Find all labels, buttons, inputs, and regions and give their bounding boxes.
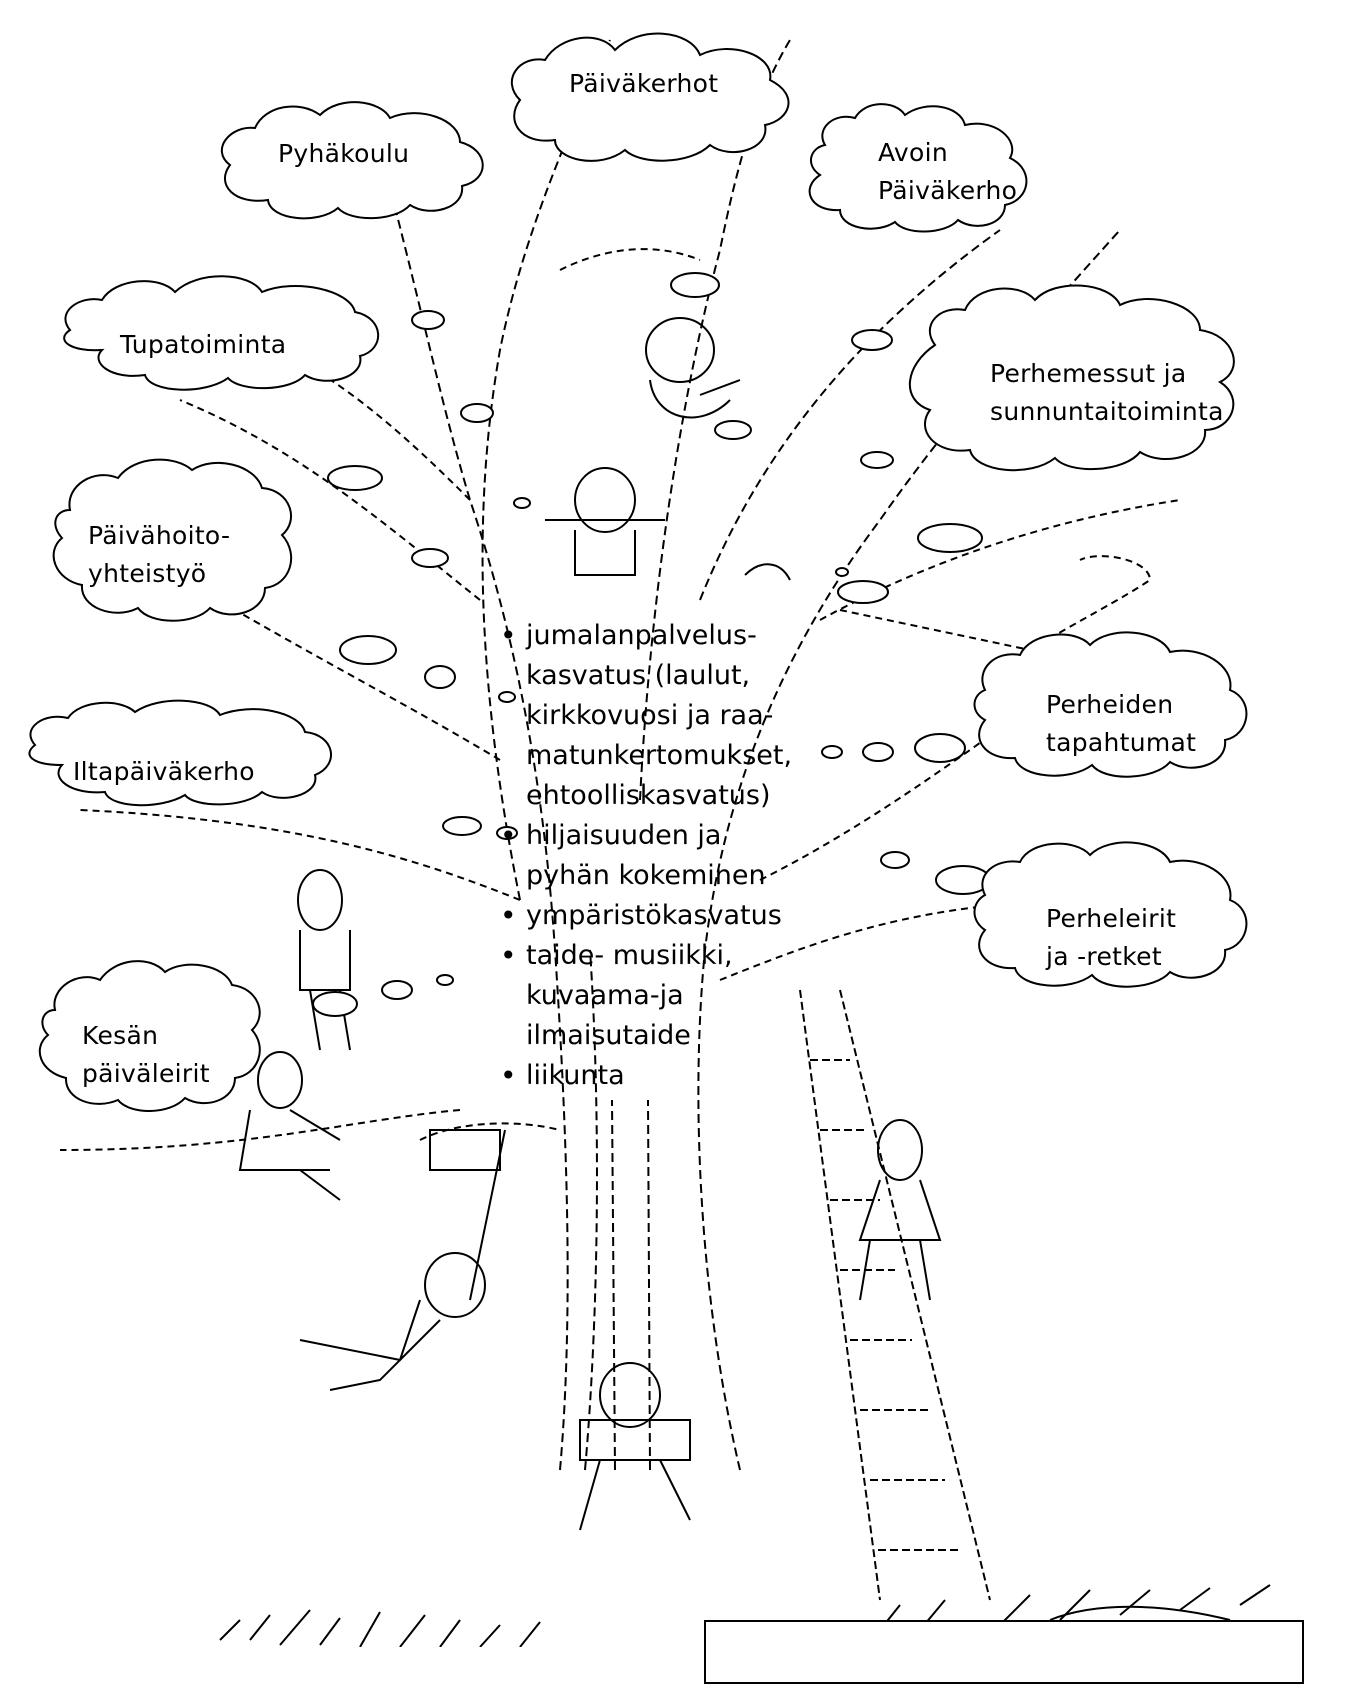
list-line: liikunta [526,1056,792,1096]
label-line: Päiväkerhot [569,65,718,103]
label-paivakerhot: Päiväkerhot [569,65,718,103]
center-activity-list: jumalanpalvelus- kasvatus (laulut, kirkk… [500,616,792,1096]
label-perheleirit: Perheleirit ja -retket [1046,900,1176,976]
label-line: Iltapäiväkerho [73,753,255,791]
list-line: kirkkovuosi ja raa- [526,696,792,736]
list-line: jumalanpalvelus- [526,616,792,656]
label-iltapaivakerho: Iltapäiväkerho [73,753,255,791]
label-tupatoiminta: Tupatoiminta [120,326,286,364]
label-line: ja -retket [1046,938,1176,976]
bottom-caption-box [704,1620,1304,1684]
list-line: pyhän kokeminen [526,856,792,896]
list-line: kasvatus (laulut, [526,656,792,696]
list-item: jumalanpalvelus- kasvatus (laulut, kirkk… [500,616,792,816]
ladder [800,990,990,1600]
label-line: Tupatoiminta [120,326,286,364]
label-perhemessut: Perhemessut ja sunnuntaitoiminta [990,355,1224,431]
label-avoin: Avoin Päiväkerho [878,134,1017,210]
label-line: Perheleirit [1046,900,1176,938]
list-line: ehtoolliskasvatus) [526,776,792,816]
label-line: tapahtumat [1046,724,1196,762]
label-line: Päiväkerho [878,172,1017,210]
list-line: ympäristökasvatus [526,896,792,936]
label-line: sunnuntaitoiminta [990,393,1224,431]
label-kesan: Kesän päiväleirit [82,1017,210,1093]
list-item: hiljaisuuden ja pyhän kokeminen [500,816,792,896]
list-line: taide- musiikki, [526,936,792,976]
list-line: ilmaisutaide [526,1016,792,1056]
label-paivahoito: Päivähoito- yhteistyö [88,517,230,593]
list-line: kuvaama-ja [526,976,792,1016]
label-line: Päivähoito- [88,517,230,555]
label-line: yhteistyö [88,555,230,593]
label-perheiden: Perheiden tapahtumat [1046,686,1196,762]
list-line: matunkertomukset, [526,736,792,776]
label-line: Avoin [878,134,1017,172]
label-line: Kesän [82,1017,210,1055]
list-item: liikunta [500,1056,792,1096]
list-item: taide- musiikki, kuvaama-ja ilmaisutaide [500,936,792,1056]
label-line: päiväleirit [82,1055,210,1093]
list-item: ympäristökasvatus [500,896,792,936]
label-line: Perhemessut ja [990,355,1224,393]
label-pyhakoulu: Pyhäkoulu [278,135,409,173]
label-line: Perheiden [1046,686,1196,724]
label-line: Pyhäkoulu [278,135,409,173]
list-line: hiljaisuuden ja [526,816,792,856]
